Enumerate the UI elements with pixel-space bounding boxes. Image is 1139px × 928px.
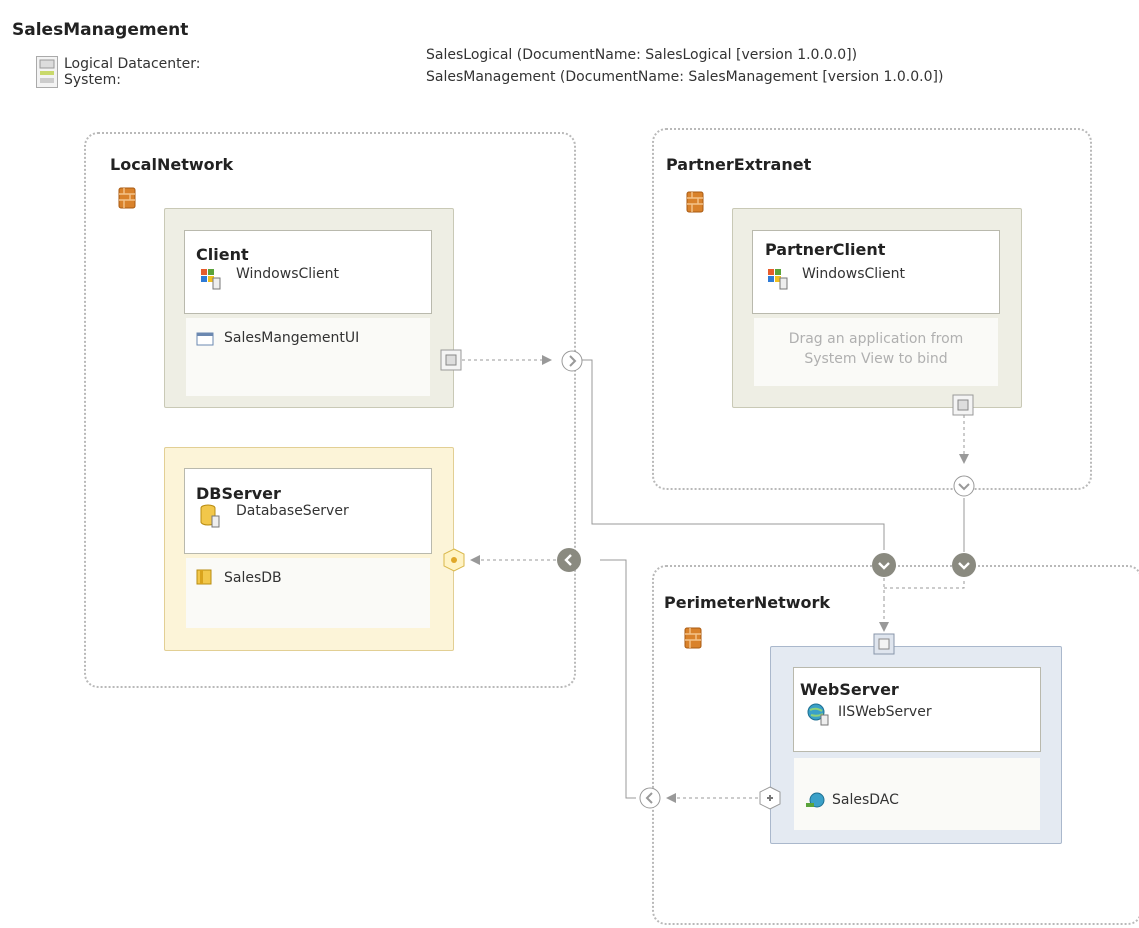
zone-title: PartnerExtranet [666, 155, 812, 174]
endpoint-icon[interactable] [442, 548, 466, 572]
host-type: IISWebServer [838, 704, 932, 720]
endpoint-icon[interactable] [952, 474, 976, 498]
host-name: Client [196, 245, 249, 264]
host-name: WebServer [800, 680, 899, 699]
connection-line [582, 359, 885, 550]
document-entry: SalesManagement (DocumentName: SalesMana… [426, 69, 944, 85]
endpoint-icon[interactable] [758, 786, 782, 810]
zone-title: PerimeterNetwork [664, 593, 831, 612]
endpoint-icon[interactable] [638, 786, 662, 810]
host-apps-area [754, 318, 998, 386]
endpoint-icon[interactable] [440, 349, 462, 371]
connection-line [883, 578, 965, 598]
application-name[interactable]: SalesDB [224, 570, 282, 586]
legend-label-datacenter: Logical Datacenter: [64, 56, 201, 72]
database-server-icon [200, 504, 220, 528]
windows-client-icon [768, 268, 788, 290]
zone-title: LocalNetwork [110, 155, 234, 174]
datacenter-legend-icon [36, 56, 58, 88]
database-icon [196, 568, 214, 586]
endpoint-icon[interactable] [951, 552, 977, 578]
host-header [184, 468, 432, 554]
connection-line [600, 559, 636, 799]
firewall-icon [684, 626, 702, 650]
endpoint-icon[interactable] [873, 633, 895, 655]
endpoint-icon[interactable] [952, 394, 974, 416]
document-list: SalesLogical (DocumentName: SalesLogical… [426, 44, 943, 88]
web-app-icon [806, 791, 825, 809]
endpoint-icon[interactable] [560, 349, 584, 373]
host-type: WindowsClient [236, 266, 340, 282]
firewall-icon [118, 186, 136, 210]
host-apps-area [794, 758, 1040, 830]
iis-web-server-icon [807, 702, 829, 726]
diagram-title: SalesManagement [12, 20, 189, 40]
host-apps-area [186, 558, 430, 628]
host-type: WindowsClient [802, 266, 906, 282]
host-apps-area [186, 318, 430, 396]
endpoint-icon[interactable] [871, 552, 897, 578]
windows-client-icon [201, 268, 221, 290]
document-entry: SalesLogical (DocumentName: SalesLogical… [426, 47, 858, 63]
host-header [793, 667, 1041, 752]
bind-hint-line: Drag an application from [788, 331, 964, 347]
legend: Logical Datacenter: System: [64, 56, 200, 88]
bind-hint: Drag an application from System View to … [754, 329, 998, 369]
bind-hint-line: System View to bind [804, 351, 948, 367]
legend-label-system: System: [64, 72, 121, 88]
application-name[interactable]: SalesDAC [832, 792, 899, 808]
host-name: DBServer [196, 484, 281, 503]
host-header [752, 230, 1000, 314]
windows-app-icon [196, 331, 214, 349]
host-type: DatabaseServer [236, 503, 349, 519]
host-header [184, 230, 432, 314]
application-name[interactable]: SalesMangementUI [224, 330, 360, 346]
firewall-icon [686, 190, 704, 214]
host-name: PartnerClient [765, 240, 886, 259]
endpoint-icon[interactable] [556, 547, 582, 573]
